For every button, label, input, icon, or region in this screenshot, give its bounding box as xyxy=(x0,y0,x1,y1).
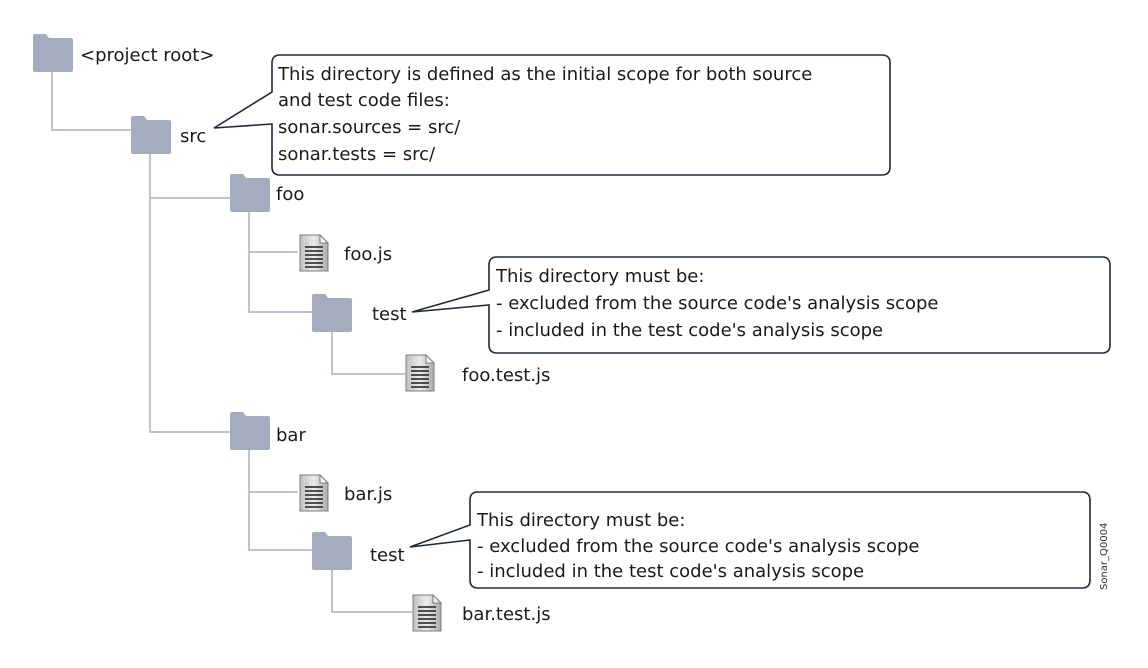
callout-src-line-1: This directory is defined as the initial… xyxy=(277,64,812,85)
folder-icon xyxy=(33,34,73,72)
node-label-root: <project root> xyxy=(80,45,214,66)
node-label-foo-js: foo.js xyxy=(344,244,392,265)
callout-bar-test-line-1: This directory must be: xyxy=(476,510,685,531)
tree-node-foo-test-js: foo.test.js xyxy=(405,354,550,392)
connector-src-trunk xyxy=(149,154,230,433)
file-icon xyxy=(412,594,442,632)
tree-connectors xyxy=(51,72,412,613)
node-label-bar-test: test xyxy=(370,545,405,566)
tree-node-bar-test-js: bar.test.js xyxy=(412,594,551,632)
callout-bar-test-box xyxy=(409,491,1091,589)
file-icon xyxy=(299,234,329,272)
callout-foo-test-box xyxy=(411,256,1111,354)
tree-node-bar-test: test xyxy=(312,532,405,570)
connector-bar-trunk xyxy=(248,450,312,551)
connector-root-src xyxy=(51,72,131,131)
connector-bartest-file xyxy=(331,570,412,613)
callout-foo-test-line-3: - included in the test code's analysis s… xyxy=(496,320,883,341)
folder-icon xyxy=(131,116,171,154)
tree-node-bar: bar xyxy=(230,412,306,450)
tree-node-src: src xyxy=(131,116,206,154)
callout-src-line-3: sonar.sources = src/ xyxy=(278,117,461,138)
node-label-bar-test-js: bar.test.js xyxy=(462,604,551,625)
folder-icon xyxy=(230,412,270,450)
node-label-src: src xyxy=(180,126,206,147)
callout-foo-test-line-2: - excluded from the source code's analys… xyxy=(496,293,938,314)
watermark-label: Sonar_Q0004 xyxy=(1099,523,1110,590)
tree-node-foo: foo xyxy=(230,174,304,212)
file-icon xyxy=(405,354,435,392)
node-label-foo-test-js: foo.test.js xyxy=(462,365,550,386)
callout-bar-test-line-2: - excluded from the source code's analys… xyxy=(477,536,919,557)
callout-src-line-2: and test code files: xyxy=(278,90,450,111)
callout-src-box xyxy=(213,54,891,176)
tree-node-bar-js: bar.js xyxy=(299,474,392,512)
tree-node-foo-js: foo.js xyxy=(299,234,392,272)
file-icon xyxy=(299,474,329,512)
folder-icon xyxy=(312,294,352,332)
connector-footest-file xyxy=(331,332,405,375)
connector-foo-trunk xyxy=(248,212,312,313)
node-label-bar: bar xyxy=(276,425,306,446)
callout-bar-test: This directory must be: - excluded from … xyxy=(409,491,1091,589)
tree-node-root: <project root> xyxy=(33,34,214,72)
folder-icon xyxy=(312,532,352,570)
folder-icon xyxy=(230,174,270,212)
node-label-foo-test: test xyxy=(372,304,407,325)
tree-node-foo-test: test xyxy=(312,294,407,332)
callout-src: This directory is defined as the initial… xyxy=(213,54,891,176)
callout-bar-test-line-3: - included in the test code's analysis s… xyxy=(477,561,864,582)
callout-src-line-4: sonar.tests = src/ xyxy=(278,144,436,165)
node-label-foo: foo xyxy=(276,184,304,205)
node-label-bar-js: bar.js xyxy=(344,484,392,505)
callout-foo-test: This directory must be: - excluded from … xyxy=(411,256,1111,354)
callout-foo-test-line-1: This directory must be: xyxy=(495,266,704,287)
